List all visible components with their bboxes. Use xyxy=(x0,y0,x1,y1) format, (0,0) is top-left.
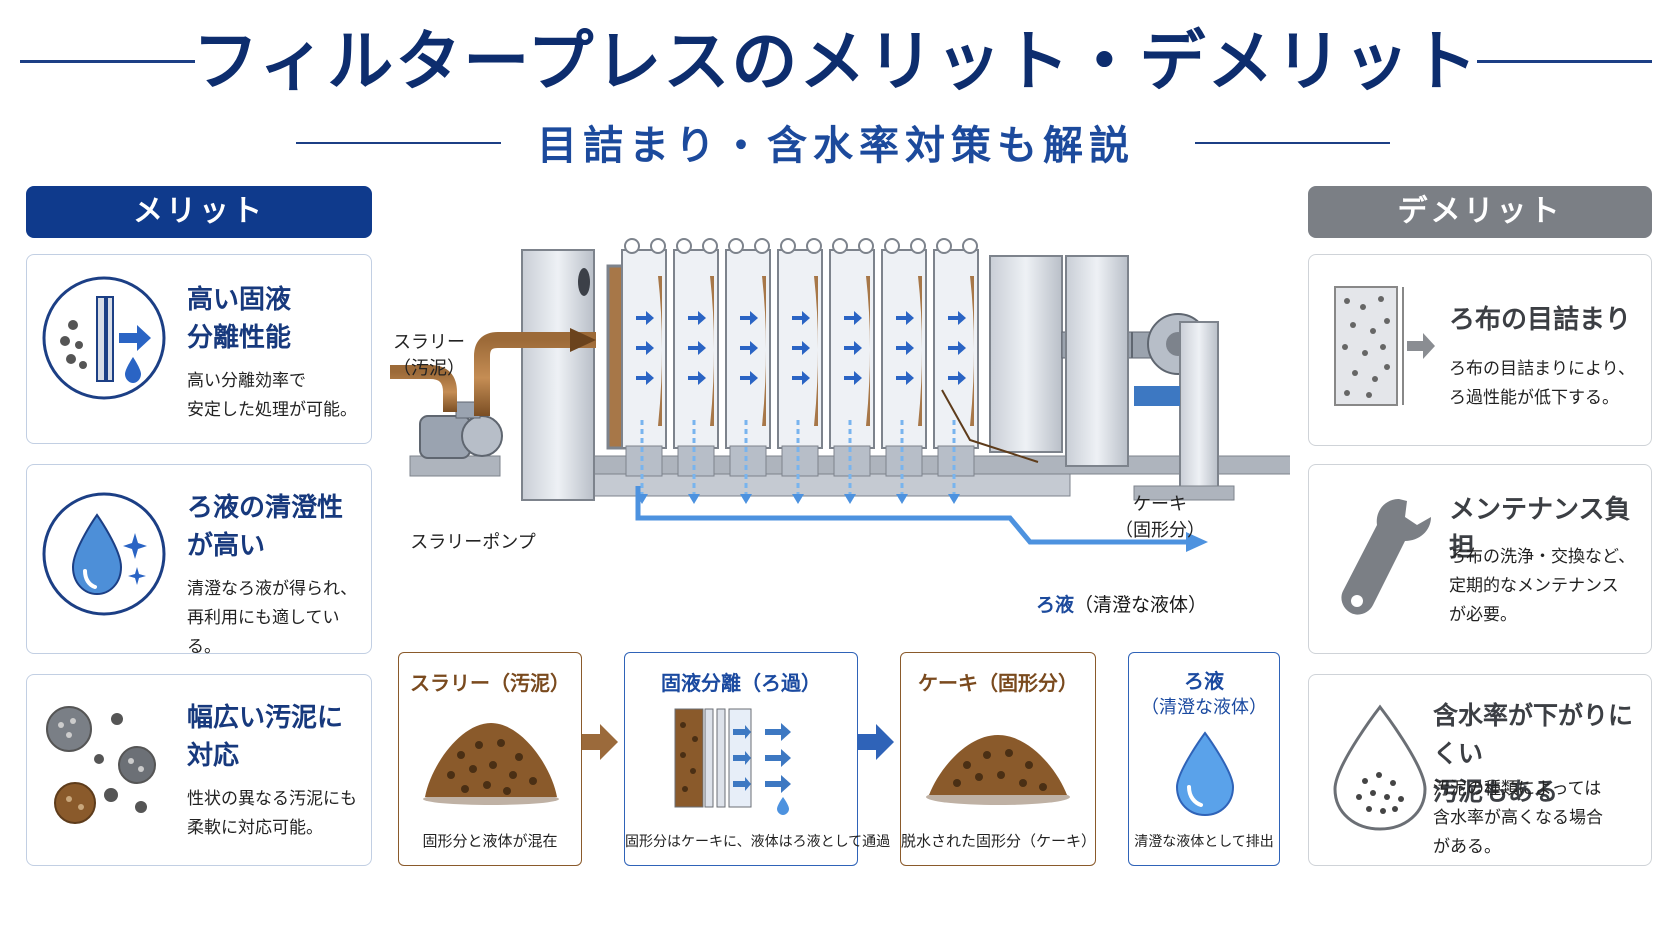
merit-title-line2: 対応 xyxy=(187,741,240,771)
filtration-section-icon xyxy=(674,708,791,815)
process-step-cake: ケーキ（固形分） 脱水された固形分（ケーキ） xyxy=(900,652,1096,866)
demerit-title-line1: 含水率が下がりにくい xyxy=(1433,701,1634,768)
process-step-caption: 固形分と液体が混在 xyxy=(422,832,558,850)
merit-desc-line2: 安定した処理が可能。 xyxy=(187,400,357,420)
merit-card-title: 幅広い汚泥に 対応 xyxy=(187,699,343,775)
demerit-card-desc: ろ布の洗浄・交換など、 定期的なメンテナンス が必要。 xyxy=(1449,543,1635,630)
merit-title-line2: 分離性能 xyxy=(187,323,292,353)
demerit-card-title: ろ布の目詰まり xyxy=(1449,301,1631,339)
cake-label-line2: （固形分） xyxy=(1115,520,1205,541)
cake-label: ケーキ （固形分） xyxy=(1100,492,1220,544)
demerit-desc-line1: ろ布の目詰まりにより、 xyxy=(1449,359,1635,379)
demerit-card-title: メンテナンス負担 xyxy=(1449,491,1651,567)
pump-label: スラリーポンプ xyxy=(410,532,536,553)
filtrate-label: ろ液（清澄な液体） xyxy=(1036,590,1207,617)
filter-plate xyxy=(725,238,771,504)
sludge-pile-icon xyxy=(423,723,559,805)
subtitle-rule-left xyxy=(296,142,501,144)
filter-plate xyxy=(881,238,927,504)
merit-desc-line1: 清澄なろ液が得られ、 xyxy=(187,579,358,599)
merit-card-desc: 性状の異なる汚泥にも 柔軟に対応可能。 xyxy=(187,785,357,843)
slurry-label-line1: スラリー xyxy=(393,332,465,353)
merit-title-line2: が高い xyxy=(187,531,266,561)
process-step-title: ろ液 xyxy=(1184,669,1224,693)
demerit-desc-line2: ろ過性能が低下する。 xyxy=(1449,388,1619,408)
merit-title-line1: ろ液の清澄性 xyxy=(187,493,344,523)
filter-plate xyxy=(673,238,719,504)
demerit-header: デメリット xyxy=(1308,186,1652,238)
subtitle-rule-right xyxy=(1195,142,1390,144)
demerit-title-line1: ろ布の目詰まり xyxy=(1449,305,1632,335)
demerit-desc-line1: 汚泥の種類によっては xyxy=(1433,779,1602,799)
water-drop-icon xyxy=(1175,731,1235,817)
process-step-caption: 清澄な液体として排出 xyxy=(1134,834,1274,850)
demerit-desc-line3: がある。 xyxy=(1433,837,1501,857)
process-step-slurry: スラリー（汚泥） 固形分と液体が混在 xyxy=(398,652,582,866)
slurry-label-line2: （汚泥） xyxy=(393,358,465,379)
merit-desc-line2: 柔軟に対応可能。 xyxy=(187,818,323,838)
wrench-icon xyxy=(1341,499,1431,615)
process-arrow-right-icon xyxy=(582,724,618,760)
title-rule-right xyxy=(1477,60,1652,63)
slurry-label: スラリー （汚泥） xyxy=(384,330,474,382)
demerit-card-moisture: 含水率が下がりにくい 汚泥もある 汚泥の種類によっては 含水率が高くなる場合 が… xyxy=(1308,674,1652,866)
demerit-card-desc: ろ布の目詰まりにより、 ろ過性能が低下する。 xyxy=(1449,355,1635,413)
demerit-card-clogging: ろ布の目詰まり ろ布の目詰まりにより、 ろ過性能が低下する。 xyxy=(1308,254,1652,446)
merit-card-desc: 高い分離効率で 安定した処理が可能。 xyxy=(187,367,357,425)
merit-card-separation: 高い固液 分離性能 高い分離効率で 安定した処理が可能。 xyxy=(26,254,372,444)
process-step-title: 固液分離（ろ過） xyxy=(661,671,821,695)
filter-plates xyxy=(621,238,979,504)
sludge-particles-icon xyxy=(46,706,156,824)
process-arrow-right-icon xyxy=(858,724,894,760)
filter-press-illustration xyxy=(390,238,1290,552)
filter-plate xyxy=(933,238,979,504)
page-title: フィルタープレスのメリット・デメリット xyxy=(192,23,1480,100)
demerit-desc-line2: 定期的なメンテナンス xyxy=(1449,576,1619,596)
merit-desc-line1: 高い分離効率で xyxy=(187,371,306,391)
clogged-cloth-icon xyxy=(1334,286,1435,406)
demerit-desc-line1: ろ布の洗浄・交換など、 xyxy=(1449,547,1636,567)
process-step-caption: 固形分はケーキに、液体はろ液として通過 xyxy=(625,834,891,850)
demerit-title-line2: 汚泥もある xyxy=(1433,777,1559,806)
merit-desc-line1: 性状の異なる汚泥にも xyxy=(187,789,357,809)
merit-card-clarity: ろ液の清澄性 が高い 清澄なろ液が得られ、 再利用にも適している。 xyxy=(26,464,372,657)
merit-card-title: ろ液の清澄性 が高い xyxy=(187,489,343,565)
separation-icon xyxy=(42,276,166,400)
process-step-separation: 固液分離（ろ過） 固形分はケーキに、液体はろ液として通過 xyxy=(624,652,891,866)
demerit-card-desc: 汚泥の種類によっては 含水率が高くなる場合 がある。 xyxy=(1433,775,1603,862)
filtrate-label-main: ろ液 xyxy=(1036,594,1075,616)
merit-title-line1: 幅広い汚泥に xyxy=(187,703,344,733)
process-step-title: スラリー（汚泥） xyxy=(410,671,570,695)
merit-title-line1: 高い固液 xyxy=(187,285,292,315)
cake-label-line1: ケーキ xyxy=(1133,494,1187,515)
water-drop-sparkle-icon xyxy=(42,492,166,616)
demerit-desc-line3: が必要。 xyxy=(1449,605,1517,625)
process-step-filtrate: ろ液 （清澄な液体） 清澄な液体として排出 xyxy=(1128,652,1280,866)
page-subtitle: 目詰まり・含水率対策も解説 xyxy=(537,123,1135,169)
filter-plate xyxy=(777,238,823,504)
demerit-desc-line2: 含水率が高くなる場合 xyxy=(1433,808,1603,828)
merit-card-title: 高い固液 分離性能 xyxy=(187,281,291,357)
process-step-caption: 脱水された固形分（ケーキ） xyxy=(901,832,1097,850)
process-step-subtitle: （清澄な液体） xyxy=(1141,697,1267,718)
filtrate-label-sub: （清澄な液体） xyxy=(1074,594,1208,616)
merit-card-versatility: 幅広い汚泥に 対応 性状の異なる汚泥にも 柔軟に対応可能。 xyxy=(26,674,372,866)
title-rule-left xyxy=(20,60,195,63)
merit-desc-line2: 再利用にも適している。 xyxy=(187,608,340,657)
moisture-drop-icon xyxy=(1333,704,1427,831)
demerit-title-line1: メンテナンス負担 xyxy=(1449,495,1631,563)
merit-card-desc: 清澄なろ液が得られ、 再利用にも適している。 xyxy=(187,575,371,662)
demerit-card-title: 含水率が下がりにくい 汚泥もある xyxy=(1433,697,1651,811)
merit-header: メリット xyxy=(26,186,372,238)
process-step-title: ケーキ（固形分） xyxy=(918,671,1078,695)
filter-plate xyxy=(621,238,667,504)
filter-plate xyxy=(829,238,875,504)
cake-pile-icon xyxy=(926,735,1070,805)
demerit-card-maintenance: メンテナンス負担 ろ布の洗浄・交換など、 定期的なメンテナンス が必要。 xyxy=(1308,464,1652,654)
